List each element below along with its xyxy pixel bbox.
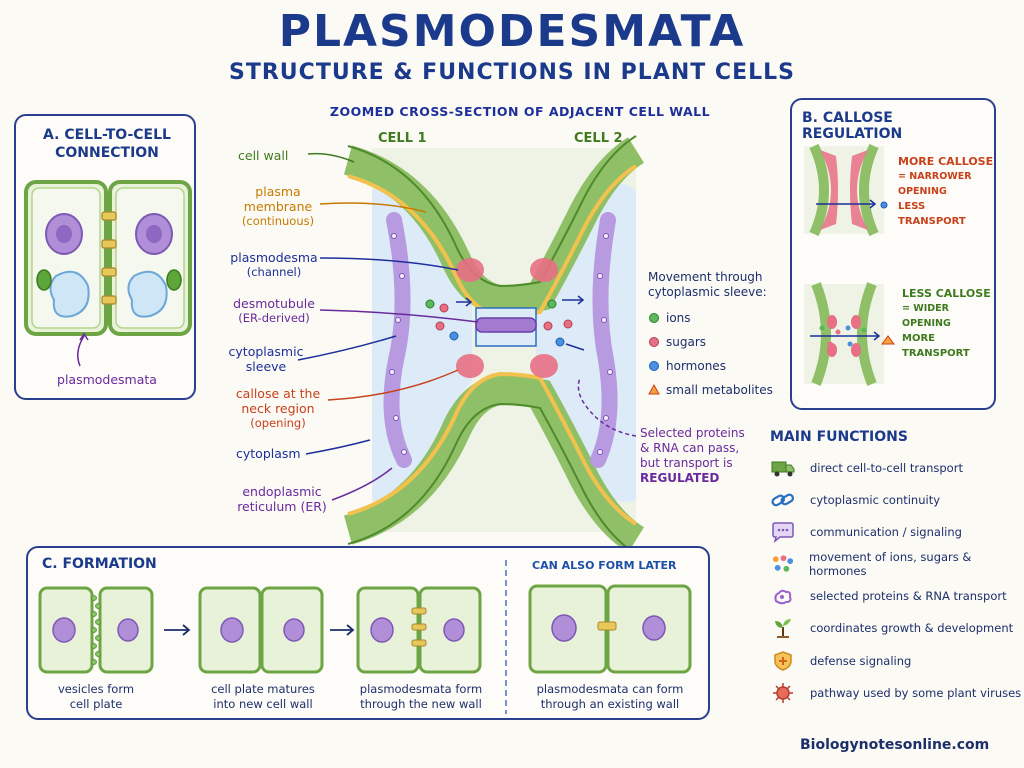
movement-item-small-metabolites: small metabolites (666, 383, 773, 397)
movement-item-hormones: hormones (666, 359, 726, 373)
ion-dot-icon (649, 313, 659, 323)
panel-a-title: A. CELL-TO-CELL CONNECTION (43, 127, 171, 161)
two-cells-illustration (24, 180, 192, 367)
callose-label: callose at the neck region (opening) (235, 386, 321, 430)
movement-item-sugars: sugars (666, 335, 707, 349)
sprout-icon (775, 619, 791, 638)
cytoplasmic-sleeve-label: cytoplasmic sleeve (228, 344, 304, 374)
function-item-proteins-rna: selected proteins & RNA transport (770, 585, 1007, 607)
main-functions-title: MAIN FUNCTIONS (770, 429, 908, 445)
footer-website: Biologynotesonline.com (800, 737, 990, 753)
function-item-transport: direct cell-to-cell transport (770, 457, 963, 479)
metabolite-triangle-icon (648, 383, 660, 395)
page-subtitle: STRUCTURE & FUNCTIONS IN PLANT CELLS (229, 60, 795, 85)
panel-cell-to-cell-connection: A. CELL-TO-CELL CONNECTION plasmodesmata (14, 114, 196, 400)
formation-step-2-caption: cell plate matures into new cell wall (211, 682, 315, 711)
truck-icon (771, 461, 795, 477)
panel-b-title: B. CALLOSE REGULATION (802, 110, 903, 142)
plasmodesma-label: plasmodesma (channel) (230, 250, 318, 279)
function-item-viruses: pathway used by some plant viruses (770, 682, 1021, 704)
cell-1-label: CELL 1 (378, 131, 427, 146)
panel-c-title: C. FORMATION (42, 556, 157, 572)
hormone-dot-icon (649, 361, 659, 371)
virus-icon (773, 683, 793, 703)
cytoplasm-label: cytoplasm (236, 446, 301, 461)
desmotubule-label: desmotubule (ER-derived) (233, 296, 315, 325)
formation-step-3-caption: plasmodesmata form through the new wall (359, 682, 483, 711)
molecules-icon (772, 555, 794, 572)
panel-formation: C. FORMATION CAN ALSO FORM LATER (26, 546, 710, 720)
plasmodesmata-label: plasmodesmata (57, 372, 157, 387)
panel-callose-regulation: B. CALLOSE REGULATION MORE CALLOSE = NAR… (790, 98, 996, 410)
speech-bubble-icon (772, 522, 794, 543)
plasma-membrane-label: plasma membrane (continuous) (241, 184, 315, 228)
function-item-movement: movement of ions, sugars & hormones (770, 550, 1024, 578)
er-label: endoplasmic reticulum (ER) (237, 484, 327, 514)
page-title: PLASMODESMATA (278, 6, 746, 57)
sugar-dot-icon (649, 337, 659, 347)
movement-item-ions: ions (666, 311, 691, 325)
regulated-transport-note: Selected proteins & RNA can pass, but tr… (640, 426, 745, 485)
can-also-form-later-heading: CAN ALSO FORM LATER (532, 559, 677, 572)
formation-step-4-caption: plasmodesmata can form through an existi… (536, 682, 684, 711)
movement-legend-icons (648, 313, 660, 395)
callose-regulation-illustration (804, 143, 895, 386)
formation-steps-illustration (38, 560, 692, 714)
movement-heading: Movement through cytoplasmic sleeve: (648, 270, 767, 299)
less-callose-text: LESS CALLOSE = WIDER OPENING MORE TRANSP… (902, 287, 991, 359)
function-item-continuity: cytoplasmic continuity (770, 489, 940, 511)
function-item-communication: communication / signaling (770, 521, 962, 543)
function-item-defense: defense signaling (770, 650, 911, 672)
cell-2-label: CELL 2 (574, 131, 623, 146)
cross-section-heading: ZOOMED CROSS-SECTION OF ADJACENT CELL WA… (329, 104, 711, 119)
chain-link-icon (771, 493, 795, 507)
function-item-growth: coordinates growth & development (770, 617, 1013, 639)
more-callose-text: MORE CALLOSE = NARROWER OPENING LESS TRA… (898, 155, 994, 227)
protein-icon (774, 589, 792, 605)
cell-wall-label: cell wall (238, 148, 289, 163)
formation-step-1-caption: vesicles form cell plate (57, 682, 135, 711)
shield-icon (774, 651, 792, 671)
